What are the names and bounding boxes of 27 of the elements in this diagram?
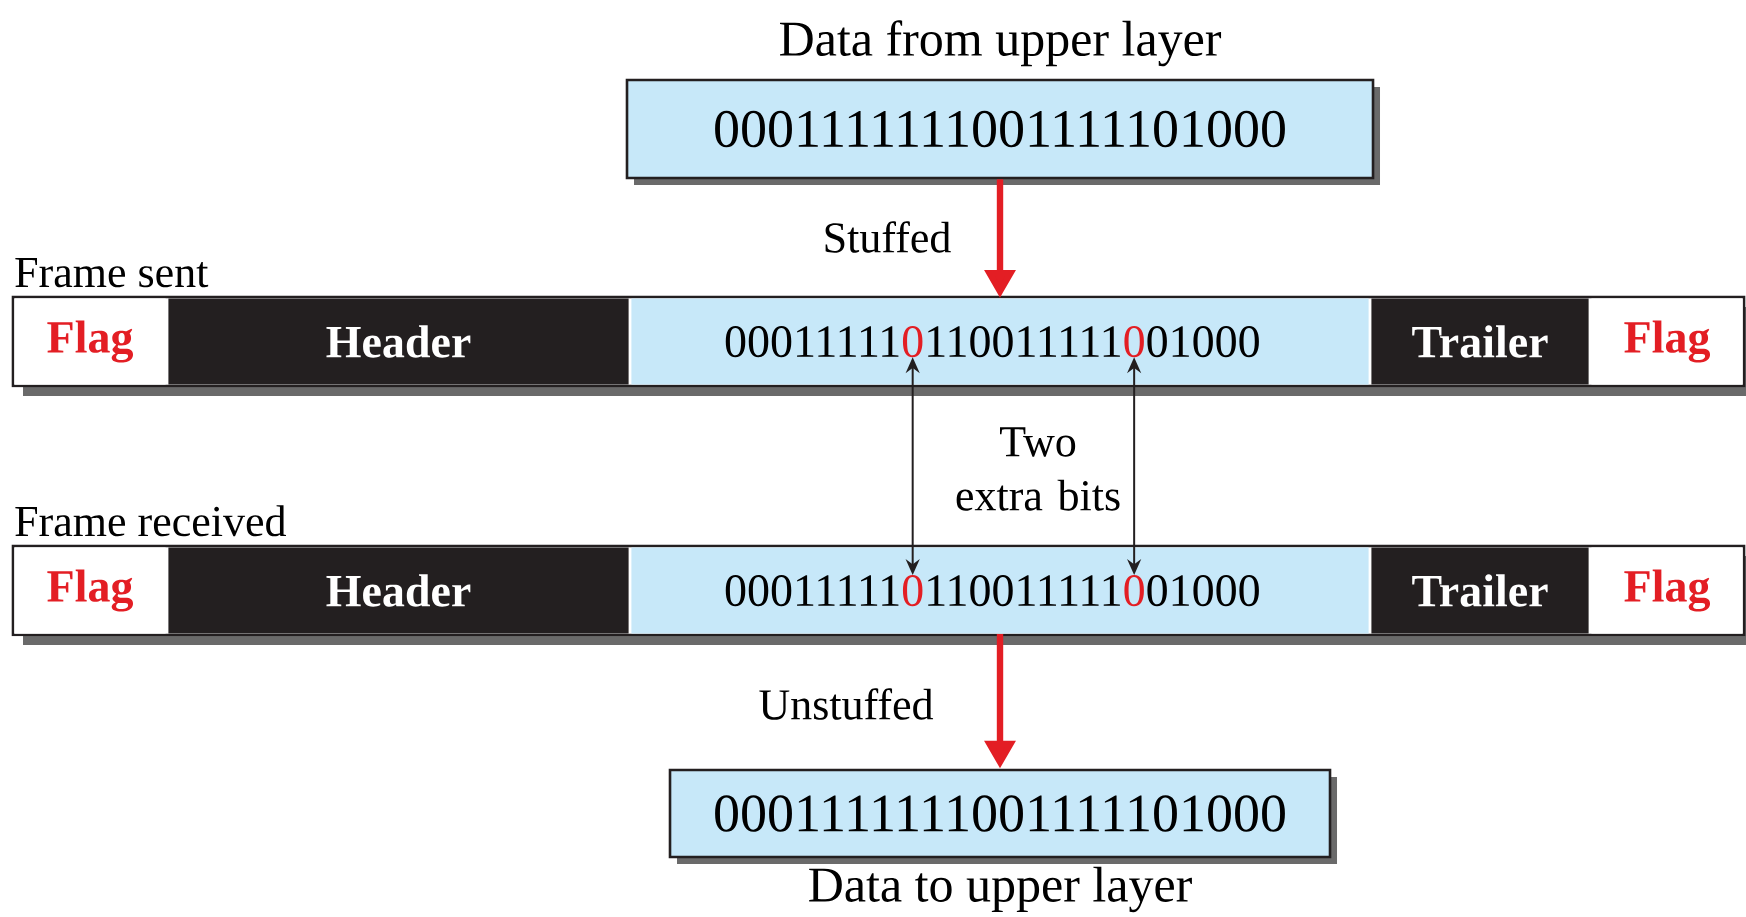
header-field: Header [168,547,629,634]
bit-string: 110011111 [928,326,1120,358]
frame-label: Frame received [15,505,286,537]
frame-label: Frame sent [15,258,209,288]
stuffed-bit: 0 [902,326,923,358]
bit-string: 00011111 [725,575,899,607]
note: Two extra bits [956,427,1120,511]
flag-field: Flag [14,547,166,634]
bit-string: 01000 [1147,575,1259,607]
flag-field: Flag [1591,547,1743,634]
bit-string: 110011111 [928,575,1120,607]
trailer-field: Trailer [1371,547,1589,634]
data-box: 0001111111001111101000 [668,768,1337,864]
box-caption: Data from upper layer [780,20,1222,67]
stuffed-bit: 0 [1124,575,1144,607]
bit-string: 00011111 [725,326,899,358]
header-field: Header [168,298,629,385]
flag-field: Flag [14,298,166,385]
stuffed-bit: 0 [902,575,923,607]
edge-label: Unstuffed [756,686,936,722]
box-caption: Data to upper layer [809,866,1192,913]
flag-field: Flag [1591,298,1743,385]
stuffed-bit: 0 [1124,326,1144,358]
data-box: 0001111111001111101000 [625,78,1380,185]
bit-string: 01000 [1147,326,1259,358]
trailer-field: Trailer [1371,298,1589,385]
edge-label: Stuffed [820,219,954,255]
